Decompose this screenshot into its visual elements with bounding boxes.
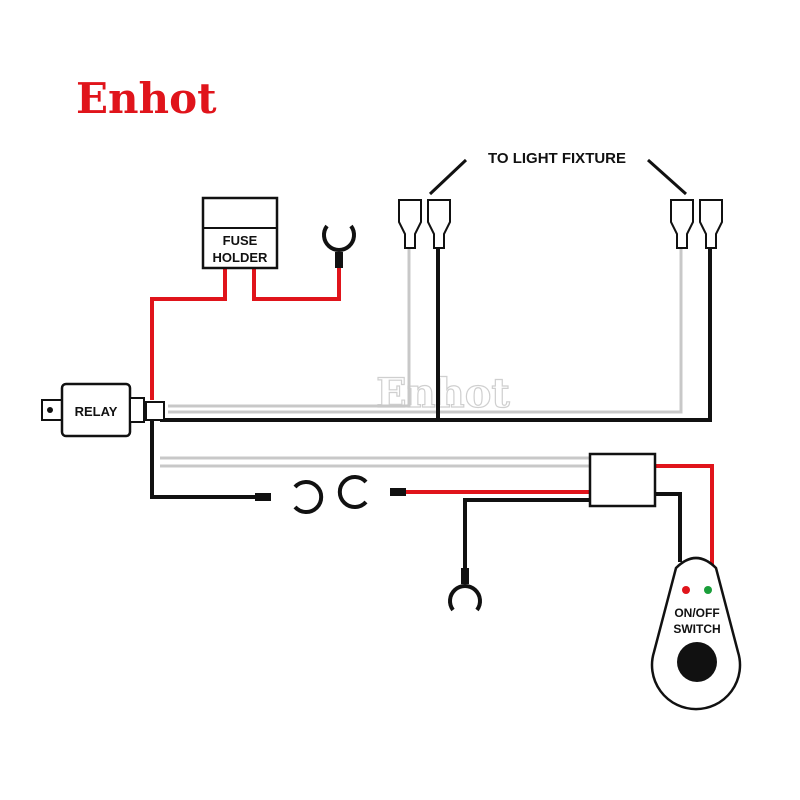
fuse-holder-label-2: HOLDER	[213, 250, 269, 265]
led-green-icon	[704, 586, 712, 594]
fuse-holder: FUSE HOLDER	[201, 196, 279, 270]
relay: RELAY	[41, 382, 165, 438]
brand-logo: Enhot	[76, 74, 217, 123]
light-fixture-connector-right	[670, 199, 723, 249]
switch-button-icon	[677, 642, 717, 682]
fuse-holder-label-1: FUSE	[223, 233, 258, 248]
watermark: Enhot	[375, 369, 511, 417]
light-fixture-connector-left	[398, 199, 451, 249]
power-wire-fuse-battery	[252, 267, 341, 301]
led-red-icon	[682, 586, 690, 594]
ground-wire-right-fixture	[438, 248, 712, 422]
switch-power-terminal-icon	[337, 475, 406, 509]
switch-ground-terminal-icon	[448, 568, 482, 612]
relay-label: RELAY	[75, 404, 118, 419]
ground-wire-switch	[655, 492, 682, 562]
ground-wire-relay	[150, 420, 255, 499]
signal-wire-right-fixture	[168, 248, 683, 414]
light-fixture-label: TO LIGHT FIXTURE	[488, 150, 626, 167]
switch-junction-box	[588, 452, 657, 508]
power-wire-relay-fuse	[150, 268, 227, 400]
on-off-switch: ON/OFF SWITCH	[650, 556, 742, 711]
arrow-left-icon	[428, 158, 468, 196]
ground-wire-switch-box	[463, 498, 590, 572]
svg-text:Enhot: Enhot	[376, 370, 510, 417]
power-wire-switch	[655, 464, 714, 568]
signal-wire-left-fixture	[168, 248, 411, 408]
switch-label-2: SWITCH	[673, 622, 720, 636]
relay-ground-terminal-icon	[255, 480, 324, 514]
arrow-right-icon	[646, 158, 688, 196]
battery-terminal-icon	[322, 224, 356, 268]
switch-label-1: ON/OFF	[674, 606, 719, 620]
